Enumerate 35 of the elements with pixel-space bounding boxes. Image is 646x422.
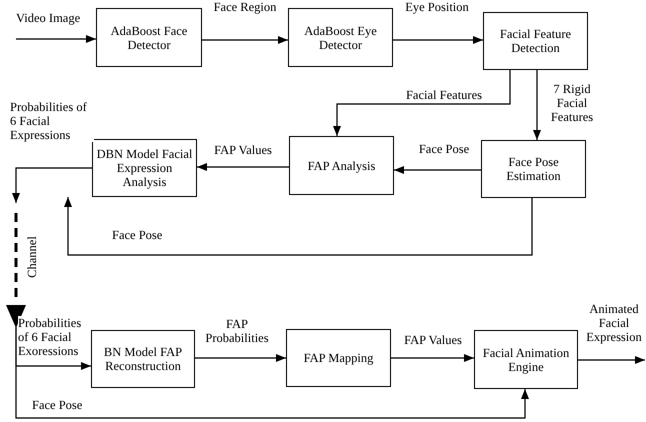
- arrow: [394, 166, 481, 174]
- edge-label: Face Region: [212, 0, 278, 14]
- arrow: [202, 36, 288, 44]
- arrow: [197, 163, 289, 171]
- edge-label: Probabilities of 6 Facial Expressions: [10, 100, 94, 142]
- process-box: [286, 329, 391, 387]
- process-box: [92, 139, 197, 197]
- arrow: [15, 327, 529, 419]
- box-text: FAP Analysis: [308, 158, 376, 172]
- process-box: [96, 8, 202, 67]
- process-box: [289, 136, 394, 195]
- arrow: [195, 354, 286, 362]
- process-box: [288, 8, 393, 67]
- arrow: [64, 197, 533, 256]
- process-box: [481, 140, 586, 198]
- box-text: Face Pose Estimation: [505, 155, 562, 183]
- process-box: [474, 330, 578, 389]
- arrow: [333, 70, 511, 136]
- arrow: [533, 70, 541, 140]
- process-box: [91, 330, 195, 388]
- arrow: [16, 35, 96, 43]
- arrow: [391, 354, 474, 362]
- channel-label: Channel: [25, 235, 39, 280]
- process-box: [483, 12, 588, 70]
- box-text: FAP Mapping: [304, 351, 374, 365]
- box-text: AdaBoost Eye Detector: [303, 24, 378, 52]
- edge-label: Eye Position: [405, 0, 469, 14]
- box-text: Facial Feature Detection: [498, 27, 572, 55]
- arrow: [578, 356, 645, 364]
- box-text: DBN Model Facial Expression Analysis: [96, 147, 194, 189]
- box-text: BN Model FAP Reconstruction: [102, 345, 184, 373]
- box-text: AdaBoost Face Detector: [110, 24, 188, 52]
- box-text: Facial Animation Engine: [482, 346, 570, 374]
- arrow: [12, 167, 92, 203]
- arrow: [393, 36, 483, 44]
